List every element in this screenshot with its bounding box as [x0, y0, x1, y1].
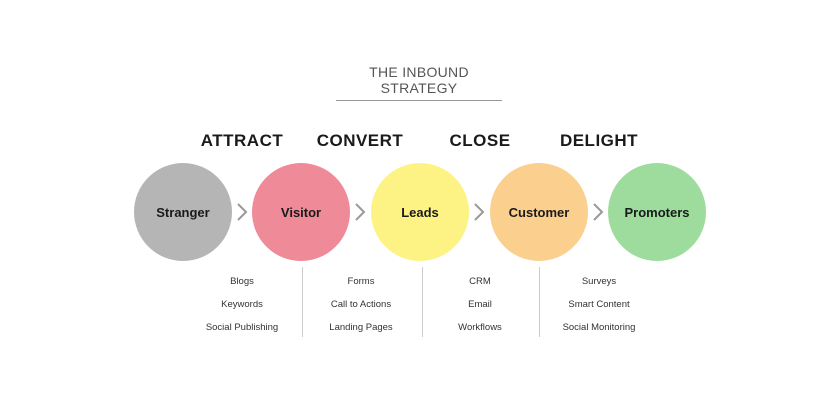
circle-label: Leads [401, 204, 439, 220]
list-item: Surveys [581, 276, 617, 287]
diagram-title: THE INBOUND STRATEGY [336, 64, 502, 101]
list-item: Social Monitoring [562, 322, 636, 333]
circle-visitor: Visitor [252, 163, 350, 261]
chevron-right-icon [593, 203, 604, 221]
convert-tactics-list: Forms Call to Actions Landing Pages [302, 276, 420, 345]
divider [539, 267, 540, 337]
close-tactics-list: CRM Email Workflows [421, 276, 539, 345]
list-item: Call to Actions [330, 299, 392, 310]
divider [302, 267, 303, 337]
attract-tactics-list: Blogs Keywords Social Publishing [183, 276, 301, 345]
stage-convert: CONVERT [316, 131, 404, 150]
circle-label: Stranger [156, 204, 210, 220]
list-item: Workflows [458, 322, 502, 333]
list-item: Email [468, 299, 492, 310]
list-item: Keywords [221, 299, 263, 310]
list-item: Blogs [230, 276, 254, 287]
list-item: Smart Content [568, 299, 630, 310]
circle-promoters: Promoters [608, 163, 706, 261]
circle-label: Promoters [624, 204, 690, 220]
chevron-right-icon [474, 203, 485, 221]
stage-attract: ATTRACT [200, 131, 284, 150]
circle-leads: Leads [371, 163, 469, 261]
stage-delight: DELIGHT [559, 131, 639, 150]
list-item: CRM [469, 276, 491, 287]
circle-customer: Customer [490, 163, 588, 261]
circle-stranger: Stranger [134, 163, 232, 261]
circle-label: Customer [508, 204, 570, 220]
chevron-right-icon [237, 203, 248, 221]
list-item: Landing Pages [329, 322, 393, 333]
delight-tactics-list: Surveys Smart Content Social Monitoring [540, 276, 658, 345]
chevron-right-icon [355, 203, 366, 221]
divider [422, 267, 423, 337]
circle-label: Visitor [280, 204, 322, 220]
list-item: Social Publishing [205, 322, 279, 333]
stage-close: CLOSE [449, 131, 511, 150]
list-item: Forms [347, 276, 375, 287]
